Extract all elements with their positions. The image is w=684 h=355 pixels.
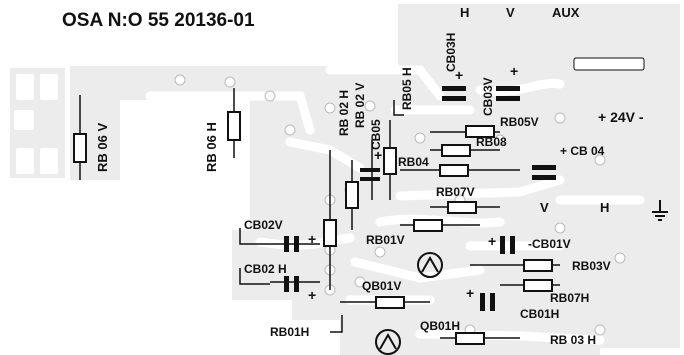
label-cb02v: CB02V xyxy=(244,218,283,232)
resistor-rb07h xyxy=(523,279,553,292)
section-aux: AUX xyxy=(552,5,580,20)
resistor-rb01v xyxy=(413,219,443,232)
label-rb05v: RB05V xyxy=(500,115,539,129)
cap-cb04-top xyxy=(532,165,556,170)
label-qb01v: QB01V xyxy=(362,279,401,293)
label-rb07v: RB07V xyxy=(436,185,475,199)
svg-text:+: + xyxy=(488,233,496,249)
label-qb01h: QB01H xyxy=(420,319,460,333)
resistor-rb08 xyxy=(441,144,471,157)
cap-cb02h-right xyxy=(294,276,299,292)
cap-cb02v-left xyxy=(284,236,289,252)
resistor-rb03h xyxy=(455,332,485,345)
resistor-rb06h xyxy=(227,111,241,141)
cap-cb03v-top xyxy=(496,86,520,91)
cap-cb01h-left xyxy=(480,293,485,311)
label-rb08: RB08 xyxy=(476,135,507,149)
resistor-rb05v xyxy=(465,125,495,138)
resistor-rb02v xyxy=(345,181,359,209)
label-rb03h: RB 03 H xyxy=(550,333,596,347)
section-v: V xyxy=(506,5,515,20)
label-rb02h: RB 02 H xyxy=(337,90,351,136)
cap-cb03h-bottom xyxy=(442,96,466,101)
label-cb01h: CB01H xyxy=(520,307,559,321)
label-cb04: + CB 04 xyxy=(560,144,605,158)
traces xyxy=(135,65,645,345)
resistor-rb07v xyxy=(447,201,477,214)
svg-text:+: + xyxy=(308,287,316,303)
label-rb02v: RB 02 V xyxy=(353,83,367,128)
label-rb06h: RB 06 H xyxy=(204,122,219,172)
svg-text:+: + xyxy=(374,147,382,163)
svg-text:+: + xyxy=(308,231,316,247)
cap-cb04-bottom xyxy=(532,175,556,180)
cap-cb02v-right xyxy=(294,236,299,252)
label-rb06v: RB 06 V xyxy=(95,123,110,172)
board-title: OSA N:O 55 20136-01 xyxy=(62,10,255,31)
svg-text:+: + xyxy=(466,285,474,301)
label-rb01h: RB01H xyxy=(270,325,309,339)
label-cb02h: CB02 H xyxy=(244,262,287,276)
svg-text:+: + xyxy=(510,63,518,79)
cap-cb03h-top xyxy=(442,86,466,91)
cap-cb02h-left xyxy=(284,276,289,292)
transistor-qb01h xyxy=(375,329,401,355)
ground-icon xyxy=(652,200,668,221)
power-label: + 24V - xyxy=(598,109,644,125)
section-v2: V xyxy=(540,200,549,215)
cap-cb03v-bottom xyxy=(496,96,520,101)
resistor-rb03v xyxy=(523,259,553,272)
transistors xyxy=(375,252,443,355)
capacitors xyxy=(284,86,556,311)
section-h2: H xyxy=(600,200,609,215)
polarity-markers: + + + + + + + xyxy=(308,63,518,303)
resistor-rb05h xyxy=(383,147,397,175)
resistor-rb02h xyxy=(323,219,337,247)
cap-cb01v-right xyxy=(510,236,515,254)
transistor-qb01v xyxy=(417,252,443,278)
section-h: H xyxy=(460,5,469,20)
cap-cb01v-left xyxy=(500,236,505,254)
svg-text:+: + xyxy=(455,67,463,83)
edge-pads xyxy=(14,57,645,174)
label-cb03h: CB03H xyxy=(444,33,458,72)
resistors xyxy=(73,111,553,345)
label-cb05: CB05 xyxy=(369,119,383,150)
label-rb04: RB04 xyxy=(398,155,429,169)
resistor-qb01v xyxy=(375,296,405,309)
label-cb01v: -CB01V xyxy=(528,237,571,251)
label-rb07h: RB07H xyxy=(550,291,589,305)
cap-cb05-bottom xyxy=(360,177,380,181)
label-rb05h: RB05 H xyxy=(400,67,414,110)
resistor-rb04 xyxy=(439,164,469,177)
label-rb03v: RB03V xyxy=(572,259,611,273)
label-cb03v: CB03V xyxy=(481,77,495,116)
cap-cb05-top xyxy=(360,168,380,172)
label-rb01v: RB01V xyxy=(366,233,405,247)
cap-cb01h-right xyxy=(490,293,495,311)
resistor-rb06v xyxy=(73,133,87,163)
